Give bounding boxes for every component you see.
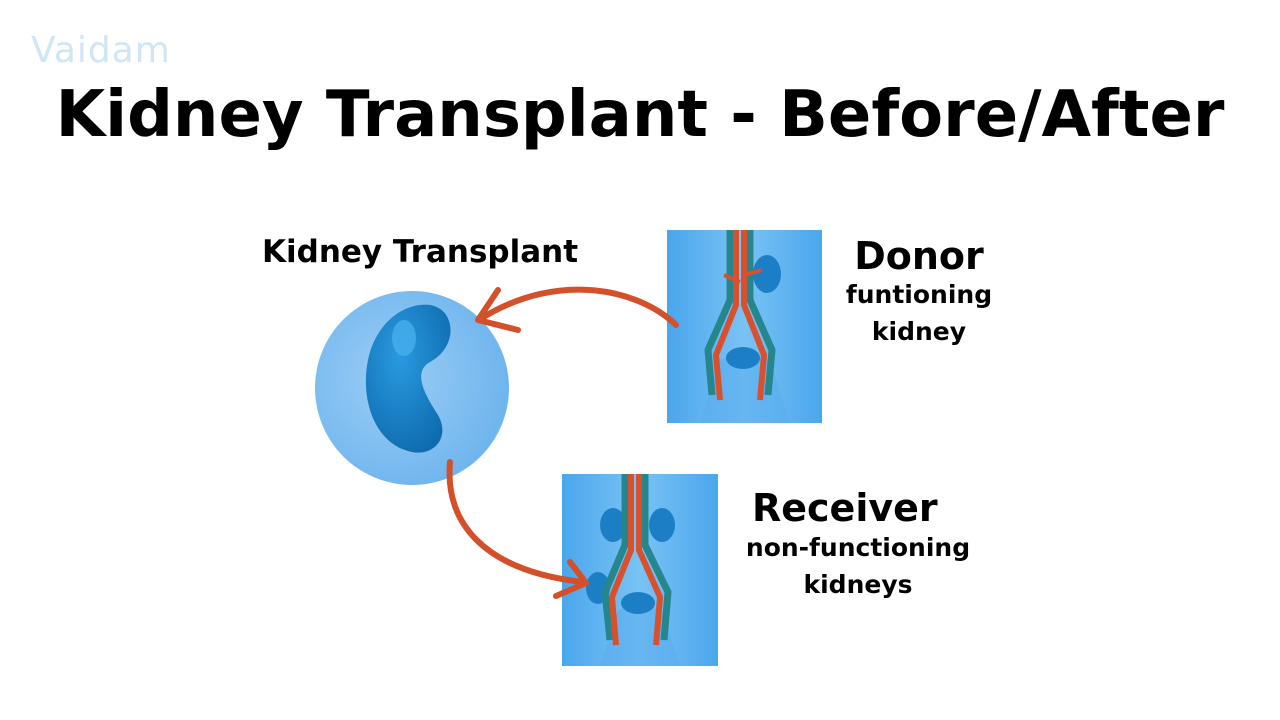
receiver-line-1: non-functioning [745, 533, 971, 562]
donor-line-1: funtioning [845, 280, 993, 309]
donor-torso-illustration [667, 230, 822, 423]
receiver-torso-illustration [562, 474, 718, 666]
circle-label: Kidney Transplant [262, 234, 579, 270]
kidney-closeup-circle [315, 291, 509, 485]
receiver-line-2: kidneys [803, 570, 913, 599]
circle-to-receiver-arrow [446, 459, 589, 599]
receiver-heading: Receiver [752, 486, 938, 530]
donor-heading: Donor [854, 234, 984, 278]
page-title: Kidney Transplant - Before/After [55, 78, 1225, 152]
donor-line-2: kidney [871, 317, 967, 346]
kidney-icon [365, 304, 451, 453]
donor-to-circle-arrow [475, 286, 679, 333]
watermark-logo: Vaidam [31, 30, 171, 71]
